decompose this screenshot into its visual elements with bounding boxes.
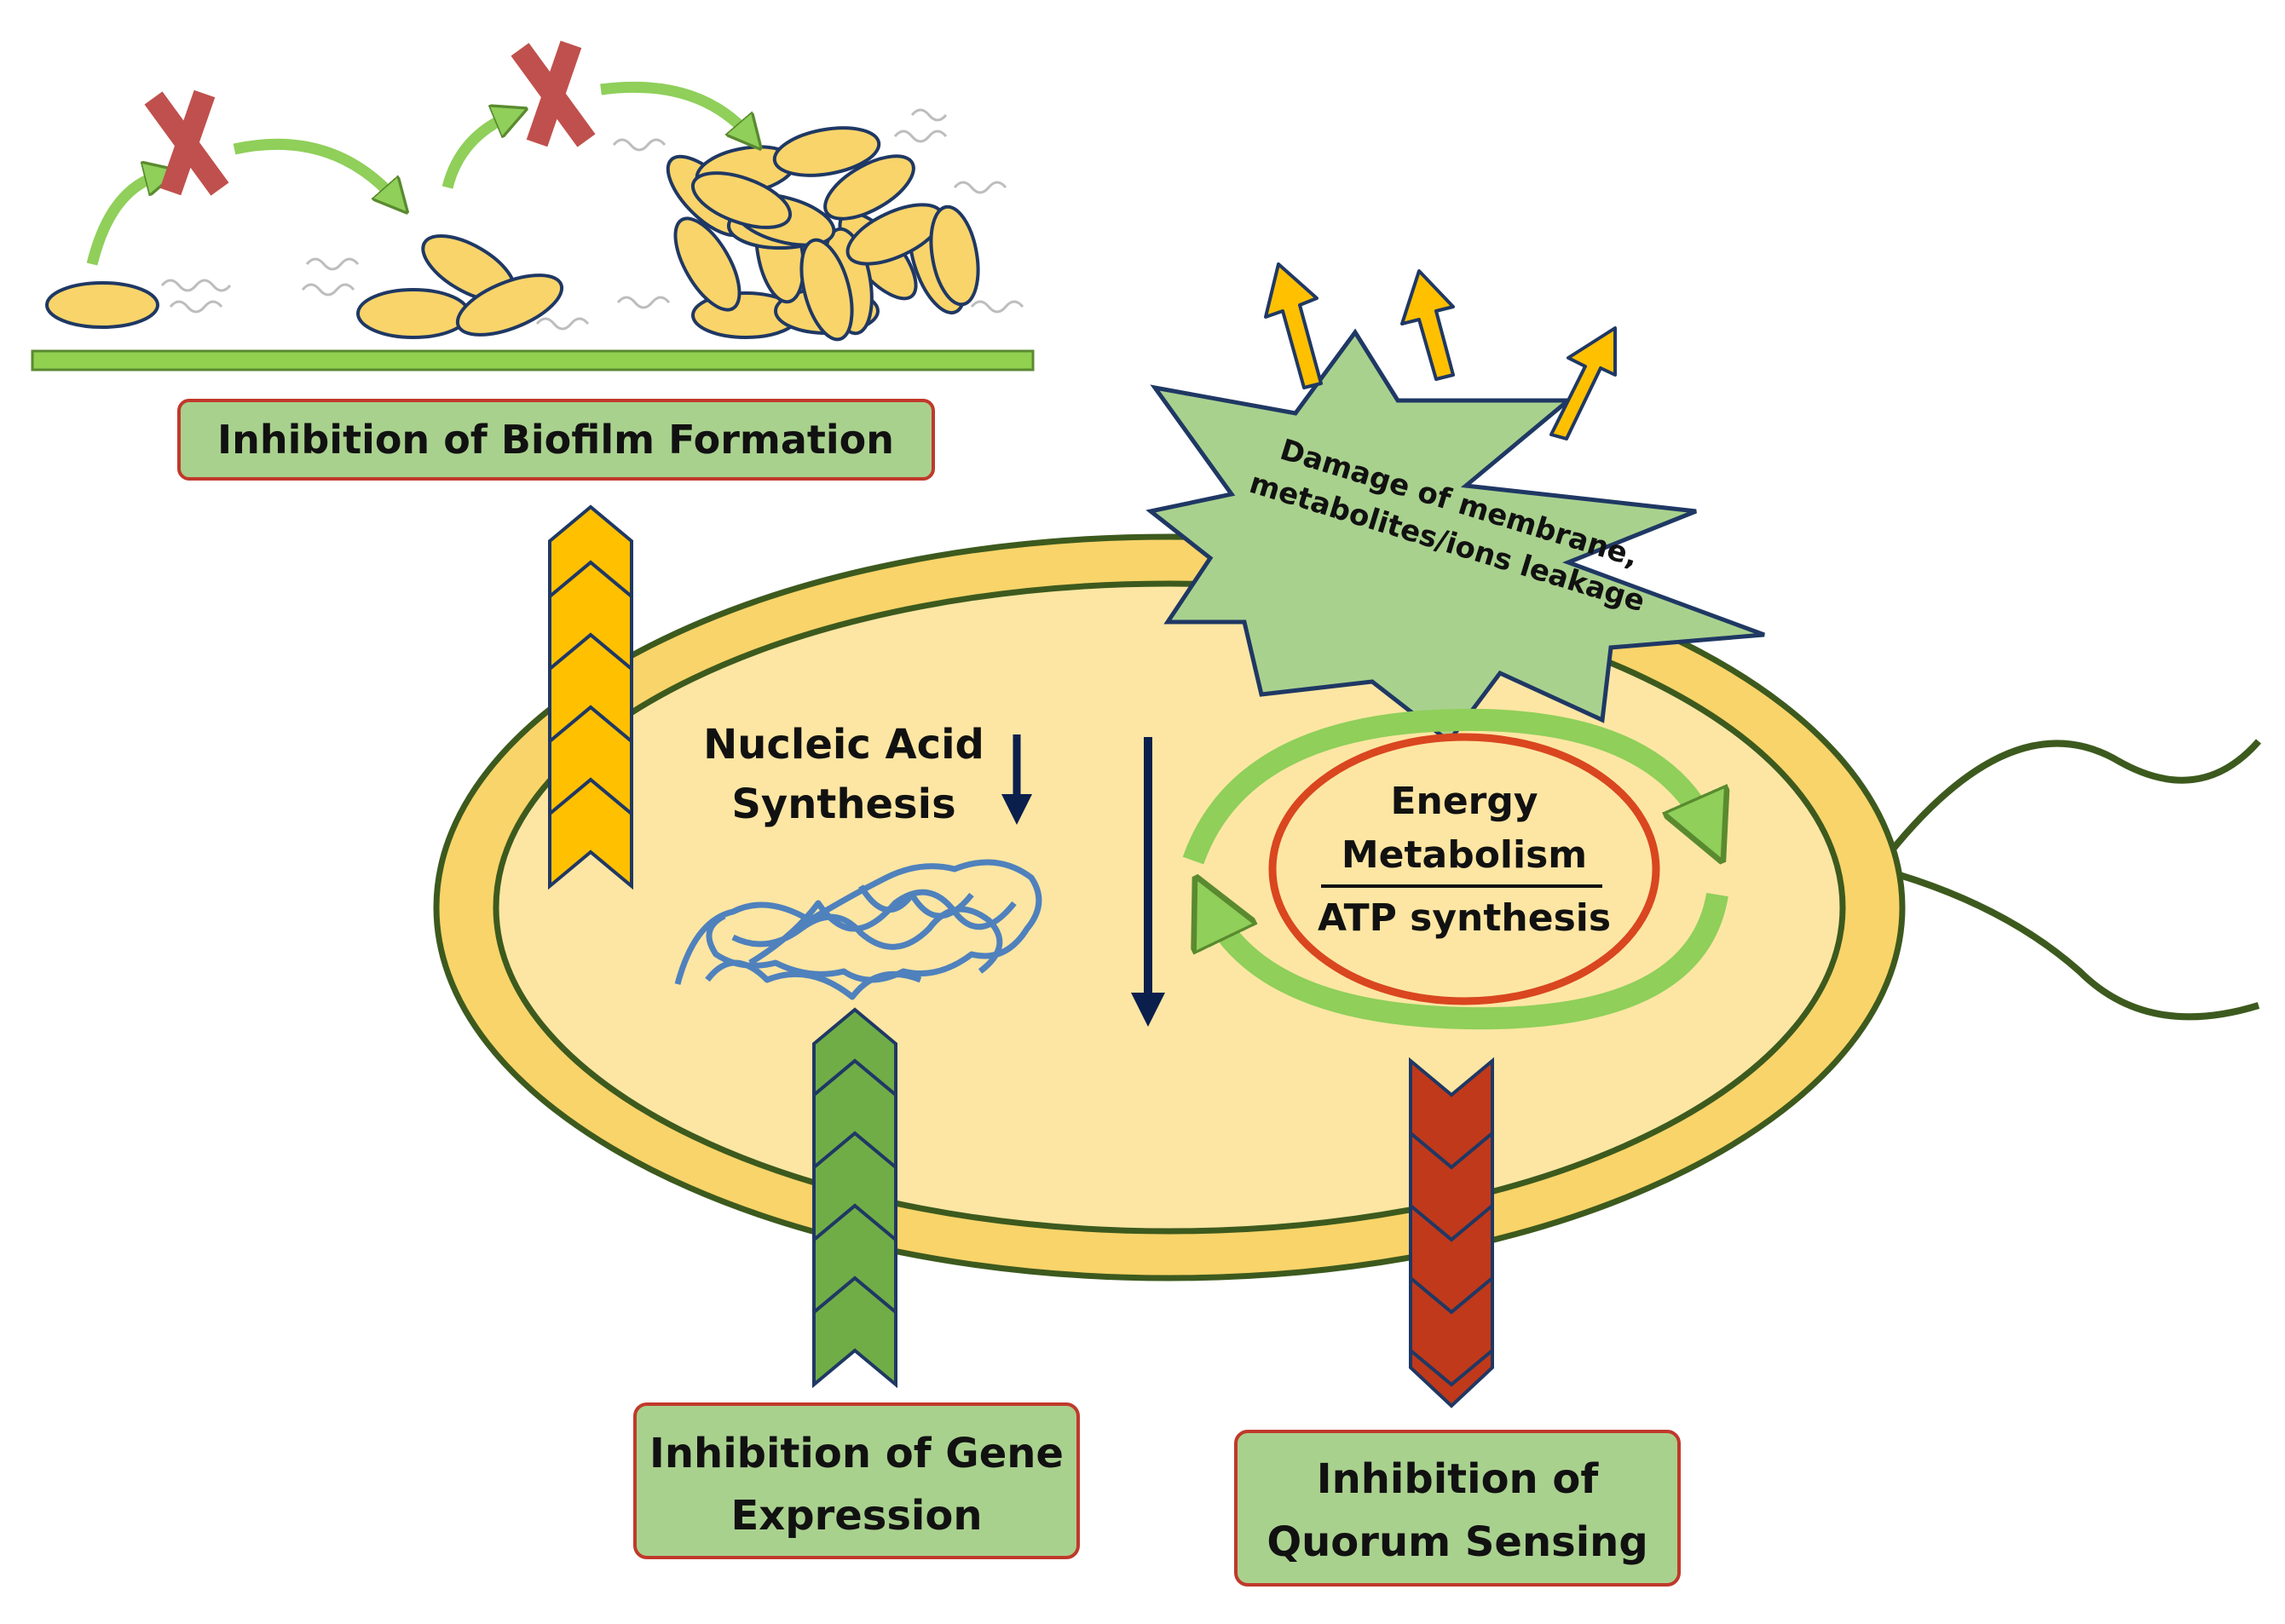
inhibition-cross-1 — [144, 89, 229, 196]
cycle-arrow-bottom — [1210, 895, 1728, 1030]
nucleic-acid-area: Nucleic Acid Synthesis — [674, 721, 1042, 1000]
biofilm-progress-arrows — [86, 81, 750, 266]
chevron-green-up — [812, 1007, 897, 1389]
membrane-damage-burst: Damage of membrane, metabolites/ions lea… — [1145, 262, 1765, 745]
leakage-arrows — [1264, 262, 1617, 441]
biofilm-label: Inhibition of Biofilm Formation — [217, 417, 894, 463]
gene-line-1: Inhibition of Gene — [649, 1430, 1064, 1477]
chevron-yellow-up — [548, 504, 633, 890]
nucleic-line-1: Nucleic Acid — [703, 721, 984, 769]
surface-bar — [31, 349, 1035, 371]
dna-tangle-icon — [674, 859, 1042, 1000]
energy-ring — [1268, 733, 1660, 1005]
gene-line-2: Expression — [730, 1492, 982, 1540]
biofilm-label-box: Inhibition of Biofilm Formation — [177, 399, 935, 481]
quorum-line-1: Inhibition of — [1317, 1455, 1600, 1503]
cycle-arrow-top — [1182, 708, 1709, 861]
flagellum — [1867, 739, 2262, 1021]
eps-squiggles — [160, 108, 1024, 331]
energy-line-2: Metabolism — [1342, 833, 1587, 877]
inhibition-cross-2 — [511, 40, 596, 147]
energy-metabolism-cycle: Energy Metabolism ATP synthesis — [1182, 708, 1728, 1030]
bacteria-cells — [45, 126, 980, 342]
quorum-line-2: Quorum Sensing — [1267, 1518, 1647, 1566]
atp-label: ATP synthesis — [1318, 896, 1611, 940]
gene-expression-box: Inhibition of Gene Expression — [633, 1402, 1080, 1559]
biofilm-illustration — [31, 40, 1035, 371]
energy-line-1: Energy — [1390, 780, 1538, 823]
chevron-red-down — [1409, 1057, 1494, 1408]
quorum-sensing-box: Inhibition of Quorum Sensing — [1234, 1430, 1681, 1587]
burst-shape — [1145, 328, 1765, 745]
nucleic-line-2: Synthesis — [731, 780, 955, 828]
